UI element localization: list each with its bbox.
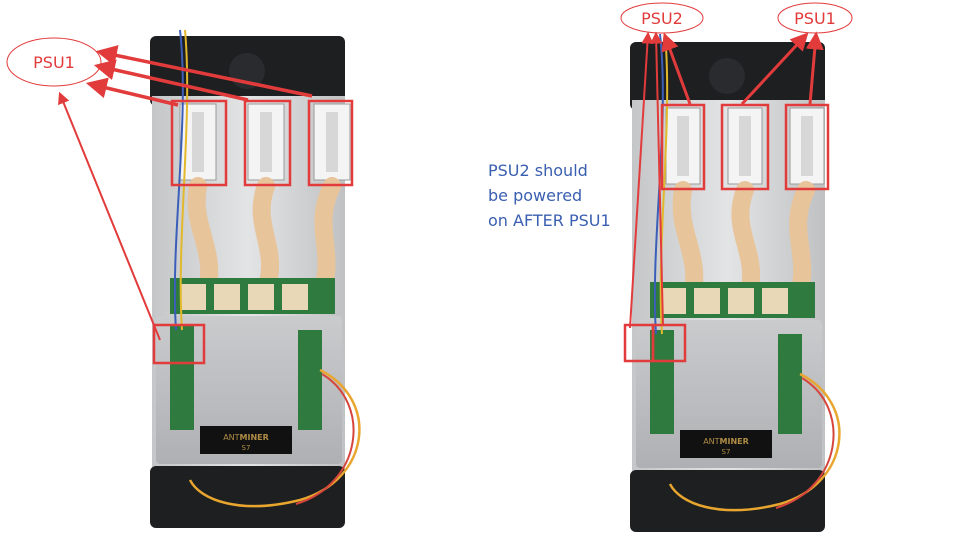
left-psu1-label: PSU1 [33,53,75,72]
arrow [661,32,692,105]
arrow [805,31,824,105]
brand-text: ANTMINER [223,433,269,442]
arrow [58,91,161,341]
right-psu1-label: PSU1 [794,9,836,28]
arrow [95,45,313,98]
note-line: on AFTER PSU1 [488,211,611,230]
arrow [650,31,664,327]
highlight-box [307,99,354,187]
brand-plate [680,430,772,458]
arrow [629,31,654,329]
right-annotations [620,2,853,363]
control-board [298,330,322,430]
highlight-box [720,103,770,191]
note-line: be powered [488,186,583,205]
brand-plate [200,426,292,454]
bottom-fan [150,466,345,528]
brand-text: ANTMINER [703,437,749,446]
miner-left: ANTMINER S7 [150,29,361,528]
pcie-connectors [665,107,825,185]
control-board [170,326,194,430]
miner-right: ANTMINER S7 [630,33,841,532]
highlight-box [152,323,206,365]
note-line: PSU2 should [488,161,588,180]
model-text: S7 [242,444,251,452]
highlight-box [651,323,687,363]
highlight-box [784,103,830,191]
arrow [85,77,179,107]
left-annotations [6,37,354,365]
power-order-note: PSU2 should be powered on AFTER PSU1 [488,158,638,233]
arrow [740,32,809,106]
fan-hub [709,58,745,94]
pcie-connectors [179,103,351,181]
model-text: S7 [722,448,731,456]
arrow [93,59,249,102]
control-board [778,334,802,434]
highlight-box [660,103,706,191]
right-psu2-label: PSU2 [641,9,683,28]
bottom-fan [630,470,825,532]
highlight-box [170,99,228,187]
highlight-box [243,99,292,187]
